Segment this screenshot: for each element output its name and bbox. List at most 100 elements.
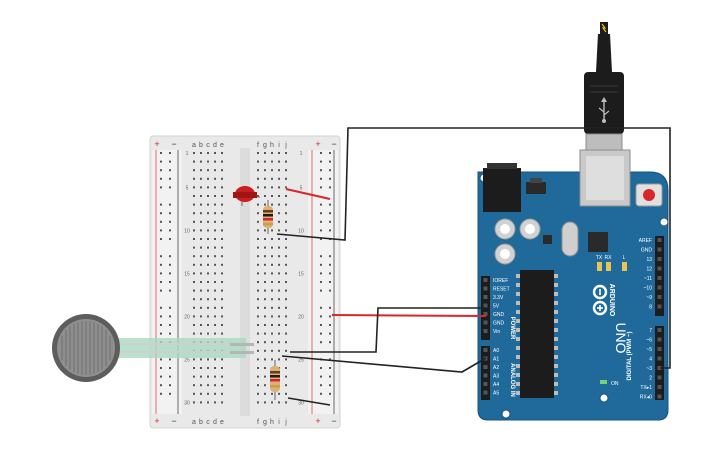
breadboard-hole[interactable] (285, 272, 287, 275)
rail-hole[interactable] (329, 169, 331, 172)
breadboard-hole[interactable] (285, 358, 287, 361)
rail-hole[interactable] (169, 152, 171, 154)
breadboard-hole[interactable] (207, 332, 209, 335)
breadboard-hole[interactable] (214, 246, 216, 249)
header-pin[interactable] (657, 337, 662, 342)
breadboard-hole[interactable] (200, 367, 202, 369)
breadboard-hole[interactable] (200, 298, 202, 301)
breadboard-hole[interactable] (193, 246, 195, 249)
breadboard-hole[interactable] (207, 212, 209, 215)
rail-hole[interactable] (160, 392, 162, 395)
breadboard-hole[interactable] (257, 238, 259, 240)
rail-hole[interactable] (169, 229, 171, 232)
rail-hole[interactable] (169, 169, 171, 172)
breadboard-hole[interactable] (221, 255, 223, 258)
breadboard-hole[interactable] (200, 289, 202, 292)
breadboard-hole[interactable] (278, 255, 280, 258)
breadboard-hole[interactable] (221, 203, 223, 206)
breadboard-hole[interactable] (264, 281, 266, 283)
rail-hole[interactable] (320, 169, 322, 172)
breadboard-hole[interactable] (200, 332, 202, 335)
header-pin[interactable] (657, 247, 662, 252)
rail-hole[interactable] (329, 160, 331, 163)
breadboard-hole[interactable] (193, 384, 195, 387)
breadboard-hole[interactable] (221, 177, 223, 180)
reset-button-cap[interactable] (643, 189, 655, 201)
breadboard-hole[interactable] (257, 263, 259, 266)
header-pin[interactable] (657, 347, 662, 351)
rail-hole[interactable] (329, 177, 331, 180)
breadboard-hole[interactable] (264, 246, 266, 249)
breadboard-hole[interactable] (193, 238, 195, 240)
breadboard-hole[interactable] (257, 177, 259, 180)
breadboard-hole[interactable] (285, 367, 287, 369)
breadboard-hole[interactable] (221, 324, 223, 326)
breadboard-hole[interactable] (264, 341, 266, 344)
breadboard-hole[interactable] (193, 298, 195, 301)
header-pin[interactable] (657, 285, 662, 290)
rail-hole[interactable] (169, 392, 171, 395)
breadboard-hole[interactable] (278, 298, 280, 301)
breadboard-hole[interactable] (285, 392, 287, 395)
breadboard-hole[interactable] (207, 263, 209, 266)
breadboard-hole[interactable] (221, 315, 223, 318)
breadboard-hole[interactable] (257, 401, 259, 404)
breadboard-hole[interactable] (264, 229, 266, 232)
breadboard-hole[interactable] (193, 306, 195, 309)
rail-hole[interactable] (160, 332, 162, 335)
power-jack[interactable] (483, 168, 521, 212)
rail-hole[interactable] (320, 332, 322, 335)
breadboard-hole[interactable] (207, 195, 209, 197)
breadboard-hole[interactable] (193, 220, 195, 223)
breadboard-hole[interactable] (257, 186, 259, 189)
breadboard-hole[interactable] (264, 306, 266, 309)
header-pin[interactable] (657, 276, 662, 280)
breadboard-hole[interactable] (257, 332, 259, 335)
rail-hole[interactable] (320, 384, 322, 387)
rail-hole[interactable] (169, 186, 171, 189)
rail-hole[interactable] (329, 255, 331, 258)
breadboard-hole[interactable] (214, 220, 216, 223)
rail-hole[interactable] (160, 375, 162, 378)
breadboard-hole[interactable] (221, 272, 223, 275)
header-pin[interactable] (483, 286, 488, 291)
breadboard-hole[interactable] (214, 315, 216, 318)
breadboard-hole[interactable] (264, 392, 266, 395)
rail-hole[interactable] (320, 341, 322, 344)
breadboard-hole[interactable] (271, 169, 273, 172)
breadboard-hole[interactable] (257, 315, 259, 318)
breadboard-hole[interactable] (193, 315, 195, 318)
breadboard-hole[interactable] (285, 281, 287, 283)
digital-header-bottom[interactable] (655, 326, 664, 400)
rail-hole[interactable] (160, 306, 162, 309)
breadboard-hole[interactable] (285, 349, 287, 352)
breadboard-hole[interactable] (264, 255, 266, 258)
rail-hole[interactable] (160, 255, 162, 258)
breadboard-hole[interactable] (285, 315, 287, 318)
breadboard-hole[interactable] (221, 281, 223, 283)
rail-hole[interactable] (160, 160, 162, 163)
breadboard-hole[interactable] (207, 375, 209, 378)
breadboard-hole[interactable] (271, 238, 273, 240)
breadboard-hole[interactable] (278, 220, 280, 223)
breadboard-hole[interactable] (257, 212, 259, 215)
rail-hole[interactable] (320, 289, 322, 292)
breadboard-hole[interactable] (207, 289, 209, 292)
breadboard-hole[interactable] (257, 220, 259, 223)
breadboard-hole[interactable] (200, 238, 202, 240)
breadboard-hole[interactable] (257, 152, 259, 154)
breadboard-hole[interactable] (214, 298, 216, 301)
rail-hole[interactable] (160, 315, 162, 318)
breadboard-hole[interactable] (193, 195, 195, 197)
breadboard-hole[interactable] (264, 263, 266, 266)
rail-hole[interactable] (160, 212, 162, 215)
rail-hole[interactable] (160, 367, 162, 369)
rail-hole[interactable] (169, 332, 171, 335)
breadboard-hole[interactable] (207, 367, 209, 369)
breadboard-hole[interactable] (193, 392, 195, 395)
breadboard-hole[interactable] (264, 203, 266, 206)
breadboard-hole[interactable] (214, 367, 216, 369)
breadboard-hole[interactable] (193, 160, 195, 163)
breadboard-hole[interactable] (207, 306, 209, 309)
rail-hole[interactable] (160, 186, 162, 189)
